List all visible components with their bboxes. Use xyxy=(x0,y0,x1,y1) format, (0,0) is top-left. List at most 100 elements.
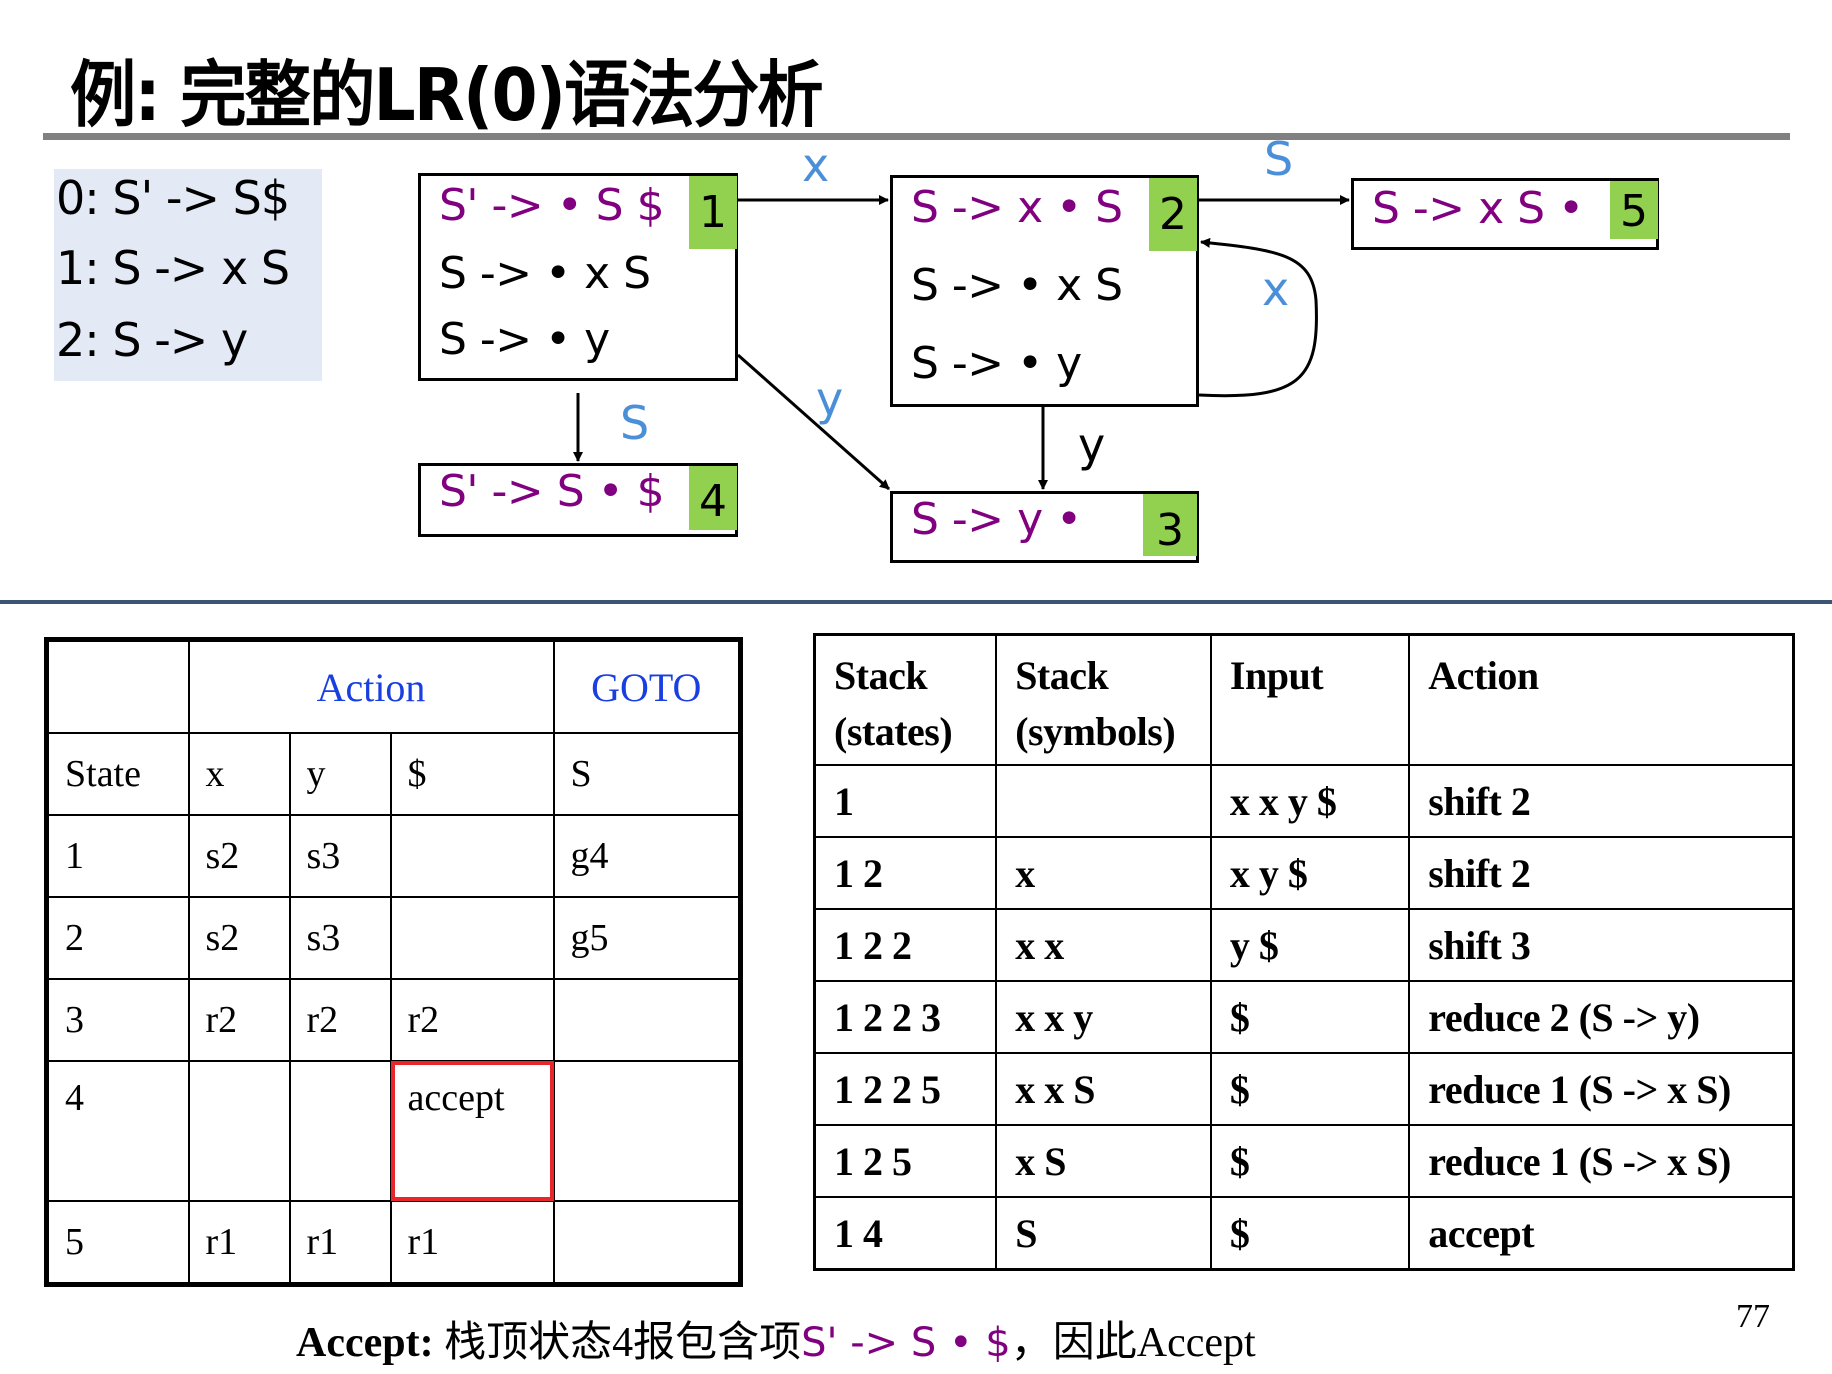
table-cell: shift 3 xyxy=(1408,908,1795,982)
table-cell: 1 2 2 3 xyxy=(813,980,998,1054)
table-cell: $ xyxy=(1209,1124,1411,1198)
table-cell: r1 xyxy=(389,1200,555,1286)
table-cell: 1 4 xyxy=(813,1196,998,1271)
corner-cell xyxy=(45,638,190,734)
footer-text: 栈顶状态4报包含项 xyxy=(433,1320,802,1366)
state-5-badge: 5 xyxy=(1610,181,1658,239)
table-cell: shift 2 xyxy=(1408,836,1795,910)
edge-label-y-diag: y xyxy=(816,372,844,426)
title-divider xyxy=(43,133,1790,140)
accept-cell-highlighted: accept xyxy=(389,1060,555,1202)
table-cell: $ xyxy=(1209,980,1411,1054)
table-cell: 1 xyxy=(45,814,190,898)
table-cell: $ xyxy=(1209,1052,1411,1126)
parse-table-column-header: State x y $ S xyxy=(45,732,742,816)
table-cell: g4 xyxy=(552,814,742,898)
header-line: (symbols) xyxy=(1015,709,1176,754)
table-cell: g5 xyxy=(552,896,742,980)
table-cell: 1 xyxy=(813,764,998,838)
state-1-kernel-item: S' -> • S $ xyxy=(439,180,665,231)
edge-label-x: x xyxy=(802,138,830,192)
state-5: S -> x S • 5 xyxy=(1351,178,1659,250)
table-row: 4 accept xyxy=(45,1060,742,1202)
table-cell: s2 xyxy=(187,814,291,898)
table-cell: x S xyxy=(995,1124,1212,1198)
table-row: 1 2 x x y $ shift 2 xyxy=(813,836,1795,910)
action-group-header: Action xyxy=(187,638,555,734)
table-cell xyxy=(389,896,555,980)
table-row: 1 2 2 5 x x S $ reduce 1 (S -> x S) xyxy=(813,1052,1795,1126)
table-cell xyxy=(552,978,742,1062)
table-cell: x x S xyxy=(995,1052,1212,1126)
edge-2-self-loop xyxy=(1198,237,1318,398)
table-cell: r2 xyxy=(389,978,555,1062)
table-cell xyxy=(389,814,555,898)
table-row: 1 2 5 x S $ reduce 1 (S -> x S) xyxy=(813,1124,1795,1198)
production-1: 1: S -> x S xyxy=(56,241,290,295)
state-2-closure-item: S -> • x S xyxy=(911,260,1123,311)
table-cell: r2 xyxy=(187,978,291,1062)
column-header: S xyxy=(552,732,742,816)
table-row: 2 s2 s3 g5 xyxy=(45,896,742,980)
table-cell: x x xyxy=(995,908,1212,982)
slide-title: 例: 完整的LR(0)语法分析 xyxy=(70,53,824,137)
state-2: S -> x • S S -> • x S S -> • y 2 xyxy=(890,175,1199,407)
header-line: Stack xyxy=(1015,653,1109,698)
production-2: 2: S -> y xyxy=(56,313,248,367)
column-header-action: Action xyxy=(1408,633,1795,766)
parse-table-group-header: Action GOTO xyxy=(45,638,742,734)
table-cell: 2 xyxy=(45,896,190,980)
parse-table: Action GOTO State x y $ S 1 s2 s3 g4 2 s… xyxy=(44,637,743,1287)
state-2-badge: 2 xyxy=(1149,178,1197,251)
trace-table-header: Stack(states) Stack(symbols) Input Actio… xyxy=(813,633,1795,766)
production-0: 0: S' -> S$ xyxy=(56,171,290,225)
table-cell: r2 xyxy=(288,978,392,1062)
table-cell: shift 2 xyxy=(1408,764,1795,838)
table-row: 1 x x y $ shift 2 xyxy=(813,764,1795,838)
state-2-closure-item: S -> • y xyxy=(911,338,1082,389)
state-1: S' -> • S $ S -> • x S S -> • y 1 xyxy=(418,173,738,381)
table-cell: 4 xyxy=(45,1060,190,1202)
table-cell: 1 2 5 xyxy=(813,1124,998,1198)
edge-label-S: S xyxy=(1264,132,1294,186)
state-2-kernel-item: S -> x • S xyxy=(911,182,1123,233)
table-row: 1 s2 s3 g4 xyxy=(45,814,742,898)
table-cell: s2 xyxy=(187,896,291,980)
table-cell: 5 xyxy=(45,1200,190,1286)
table-cell: 1 2 2 5 xyxy=(813,1052,998,1126)
table-cell: r1 xyxy=(288,1200,392,1286)
automaton-edges xyxy=(573,195,1350,491)
table-cell xyxy=(288,1060,392,1202)
table-cell: 1 2 xyxy=(813,836,998,910)
footer-note: Accept: 栈顶状态4报包含项S' -> S • $，因此Accept xyxy=(296,1308,1256,1369)
state-4-badge: 4 xyxy=(689,466,737,530)
edge-1-to-3 xyxy=(737,353,890,491)
table-cell xyxy=(995,764,1212,838)
state-1-badge: 1 xyxy=(689,176,737,249)
table-cell: reduce 1 (S -> x S) xyxy=(1408,1052,1795,1126)
parse-trace-table: Stack(states) Stack(symbols) Input Actio… xyxy=(813,633,1795,1271)
table-cell: y $ xyxy=(1209,908,1411,982)
table-row: 1 4 S $ accept xyxy=(813,1196,1795,1271)
table-cell: x x y $ xyxy=(1209,764,1411,838)
footer-item: S' -> S • $ xyxy=(801,1320,1011,1366)
table-cell: S xyxy=(995,1196,1212,1271)
edge-label-S-down: S xyxy=(620,396,650,450)
state-1-closure-item: S -> • x S xyxy=(439,248,651,299)
edge-label-x-loop: x xyxy=(1262,262,1290,316)
column-header-input: Input xyxy=(1209,633,1411,766)
column-header: $ xyxy=(389,732,555,816)
section-divider xyxy=(0,600,1832,604)
table-cell: s3 xyxy=(288,896,392,980)
table-cell: reduce 2 (S -> y) xyxy=(1408,980,1795,1054)
table-cell: 3 xyxy=(45,978,190,1062)
column-header-stack-symbols: Stack (symbols) xyxy=(995,633,1212,766)
state-3-kernel-item: S -> y • xyxy=(911,494,1082,545)
header-line: Stack xyxy=(834,653,928,698)
table-cell: x x y xyxy=(995,980,1212,1054)
table-cell xyxy=(552,1060,742,1202)
table-cell: 1 2 2 xyxy=(813,908,998,982)
table-row: 1 2 2 x x y $ shift 3 xyxy=(813,908,1795,982)
state-4-kernel-item: S' -> S • $ xyxy=(439,466,665,517)
state-3: S -> y • 3 xyxy=(890,491,1199,563)
